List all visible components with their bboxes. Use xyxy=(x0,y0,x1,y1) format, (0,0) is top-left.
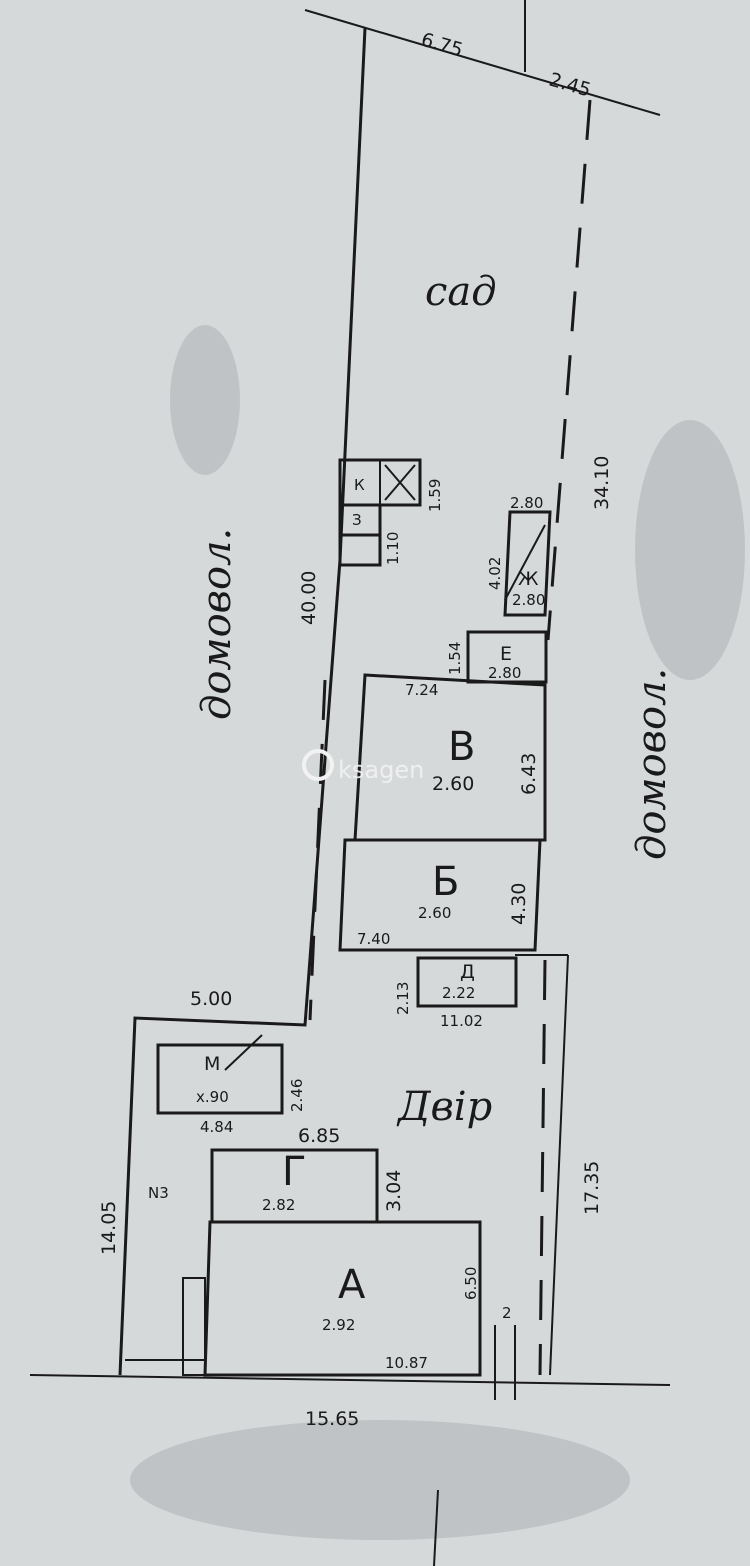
building-k-dim: 1.59 xyxy=(426,479,444,512)
redacted-area-right xyxy=(635,420,745,680)
building-v-dim-side: 6.43 xyxy=(518,753,540,795)
building-a-letter: А xyxy=(338,1262,366,1308)
dim-bottom: 15.65 xyxy=(305,1408,359,1430)
building-v-dim-top: 7.24 xyxy=(405,681,438,699)
building-x-diag2 xyxy=(384,464,416,501)
building-z-dim: 1.10 xyxy=(384,532,402,565)
watermark-logo xyxy=(302,749,334,781)
building-e-height: 2.80 xyxy=(488,664,521,682)
building-d-height: 2.22 xyxy=(442,984,475,1002)
building-m-dim-side: 2.46 xyxy=(288,1079,306,1112)
building-k-letter: К xyxy=(354,476,365,494)
building-g-height: 2.82 xyxy=(262,1196,295,1214)
building-m-height: х.90 xyxy=(196,1088,229,1106)
area-yard: Двір xyxy=(396,1084,492,1130)
building-m xyxy=(156,1043,284,1115)
marker-n3: N3 xyxy=(148,1184,169,1202)
building-z-letter: З xyxy=(352,511,362,529)
building-d-dim-bottom: 11.02 xyxy=(440,1012,483,1030)
building-a-dim: 6.50 xyxy=(462,1267,480,1300)
area-garden: сад xyxy=(425,269,497,315)
building-b xyxy=(338,838,542,952)
building-m-diag xyxy=(224,1034,263,1071)
building-zh-letter: Ж xyxy=(518,568,539,590)
building-d-letter: Д xyxy=(460,961,475,983)
outbuilding-n3 xyxy=(182,1277,206,1376)
building-g-dim-top: 6.85 xyxy=(298,1125,340,1147)
building-d xyxy=(416,956,518,1008)
building-b-letter: Б xyxy=(432,859,459,905)
building-zh xyxy=(503,510,552,617)
building-b-dim-side: 4.30 xyxy=(508,883,530,925)
building-zh-dim-side: 4.02 xyxy=(486,557,504,590)
building-zh-diag xyxy=(504,524,546,601)
area-neighbor-right: домовол. xyxy=(629,668,675,860)
watermark-text: ksagen xyxy=(338,756,424,784)
dim-bottom-inner: 10.87 xyxy=(385,1354,428,1372)
boundary-top xyxy=(304,9,661,116)
redacted-area-bottom xyxy=(130,1420,630,1540)
boundary-right-lower xyxy=(538,959,547,1376)
dim-left-mid: 5.00 xyxy=(190,988,232,1010)
dim-left-long: 40.00 xyxy=(298,571,320,625)
dim-gap: 2 xyxy=(502,1304,512,1322)
building-v-height: 2.60 xyxy=(432,773,474,795)
dim-top-left: 6.75 xyxy=(419,29,466,62)
building-d-dim-side: 2.13 xyxy=(394,982,412,1015)
building-zh-dim-top: 2.80 xyxy=(510,494,543,512)
yard-left-dashed xyxy=(308,679,327,1021)
building-v xyxy=(353,673,547,842)
building-zh-height: 2.80 xyxy=(512,591,545,609)
dim-right-long: 34.10 xyxy=(591,456,613,510)
dim-top-right: 2.45 xyxy=(547,69,594,102)
building-a xyxy=(203,1220,482,1377)
area-neighbor-left: домовол. xyxy=(194,528,240,720)
redacted-area-left xyxy=(170,325,240,475)
building-e-dim-side: 1.54 xyxy=(446,642,464,675)
boundary-right-dashed xyxy=(546,99,592,641)
dim-left-short: 14.05 xyxy=(98,1201,120,1255)
boundary-left-upper xyxy=(118,27,367,1376)
building-g-letter: Г xyxy=(282,1149,306,1195)
building-m-dim-bottom: 4.84 xyxy=(200,1118,233,1136)
boundary-bottom xyxy=(29,1374,671,1386)
bottom-line xyxy=(433,1489,439,1566)
building-b-height: 2.60 xyxy=(418,904,451,922)
building-g-dim-side: 3.04 xyxy=(383,1170,405,1212)
building-b-dim-bottom: 7.40 xyxy=(357,930,390,948)
building-m-letter: М xyxy=(204,1053,220,1075)
boundary-right-solid xyxy=(549,954,569,1376)
building-e-letter: Е xyxy=(500,643,512,665)
building-a-height: 2.92 xyxy=(322,1316,355,1334)
building-v-letter: В xyxy=(448,724,475,770)
building-star xyxy=(338,533,382,567)
dim-right-short: 17.35 xyxy=(581,1161,603,1215)
